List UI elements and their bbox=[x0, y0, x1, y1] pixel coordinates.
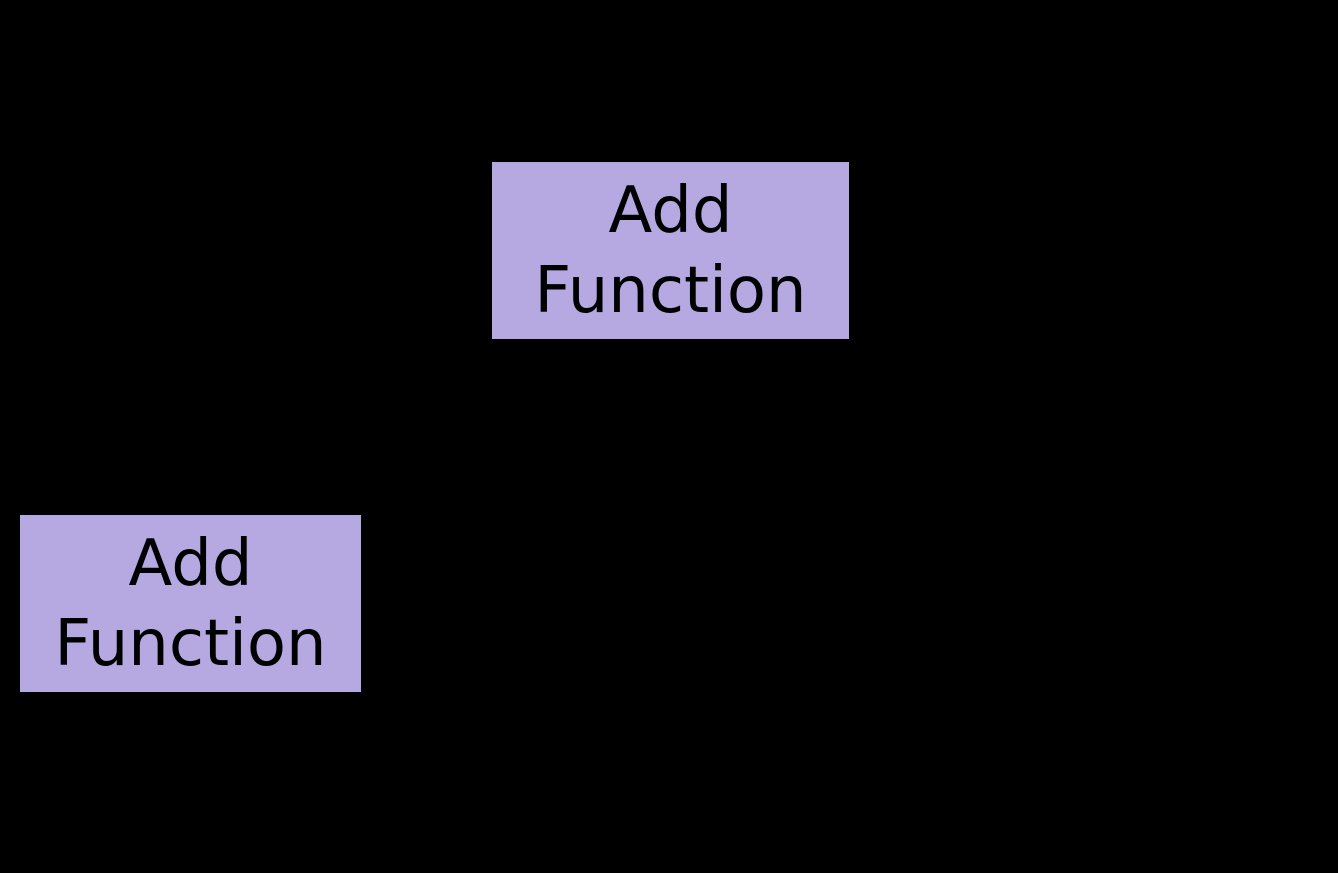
add-function-node-top: Add Function bbox=[492, 162, 849, 339]
add-function-node-top-label: Add Function bbox=[534, 173, 807, 328]
add-function-node-bottom-left: Add Function bbox=[20, 515, 361, 692]
add-function-node-bottom-left-label: Add Function bbox=[54, 526, 327, 681]
